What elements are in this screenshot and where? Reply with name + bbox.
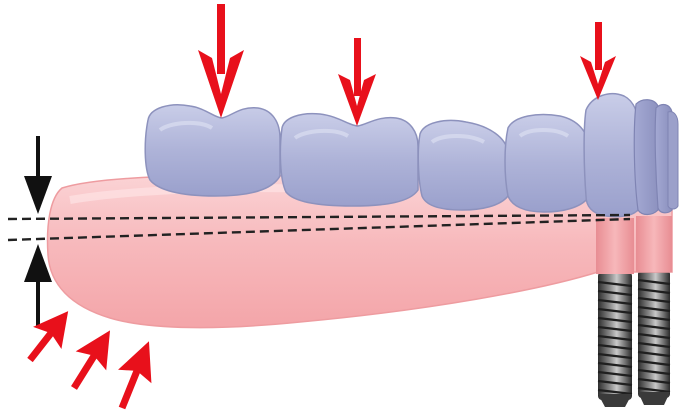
force-arrow-bottom-3 [105,334,165,411]
tooth-premolar-1 [418,121,508,211]
implant-screw-back [638,270,670,405]
tooth-incisor-edge [668,112,678,209]
abutment-front [596,218,634,274]
abutment-back [636,216,672,272]
force-arrow-bottom-2 [59,321,126,398]
tooth-canine [584,94,640,217]
implant-screw-front [598,272,632,407]
force-arrows-top [198,4,616,126]
tooth-molar-1 [145,105,280,196]
tooth-molar-2 [280,114,418,206]
abutment-group [596,216,672,274]
force-arrow-top-2 [338,38,376,126]
force-arrow-bottom-1 [16,300,83,371]
implant-group [598,270,670,407]
force-arrow-top-3 [580,22,616,100]
force-arrow-top-1 [198,4,244,118]
dimension-arrow-down [24,136,52,214]
